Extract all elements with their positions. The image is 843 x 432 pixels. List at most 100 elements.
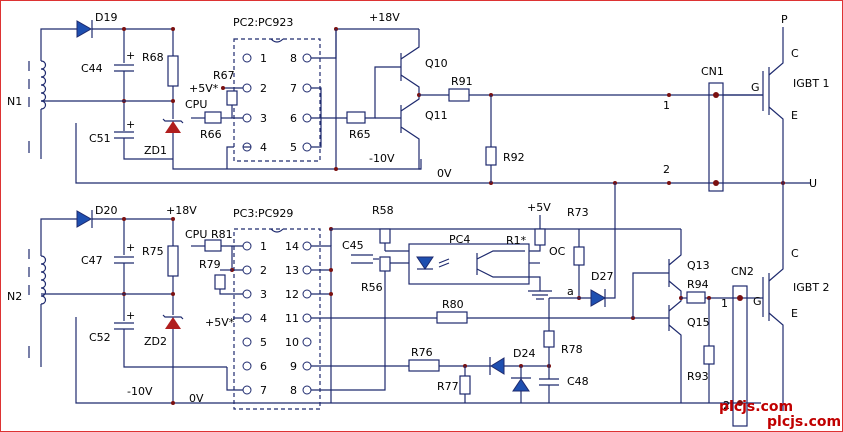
pc2-pin1: 1	[260, 52, 267, 65]
pc2-pin8: 8	[290, 52, 297, 65]
n2-label: N2	[7, 290, 22, 303]
m10v-label-bot: -10V	[127, 385, 153, 398]
junction	[329, 292, 333, 296]
junction	[171, 99, 175, 103]
cn1-pin	[713, 180, 719, 186]
r79-resistor	[214, 274, 226, 290]
d27-diode	[590, 289, 607, 307]
igbt1-collector	[768, 27, 784, 76]
pc2-label: PC2:PC923	[233, 16, 293, 29]
pc3-pin1: 1	[260, 240, 267, 253]
cn2-connector	[732, 285, 748, 427]
r58-resistor	[379, 228, 391, 244]
pc3-chip	[233, 228, 321, 410]
ground-symbol	[528, 290, 552, 300]
q13-label: Q13	[687, 259, 710, 272]
watermark-1: plcjs.com	[719, 399, 793, 415]
c44-plus: +	[126, 49, 135, 62]
pc2-pins-left: 1 2 3 4	[242, 52, 267, 154]
n1-label: N1	[7, 95, 22, 108]
pc3-pins-right: 14 13 12 11 10 9 8	[285, 240, 312, 397]
r1-label: R1*	[506, 234, 527, 247]
junction	[667, 93, 671, 97]
r73-label: R73	[567, 206, 589, 219]
v5-label-top: +5V*	[189, 82, 219, 95]
r78-resistor	[543, 330, 555, 348]
pc3-pin10: 10	[285, 336, 299, 349]
u-label: U	[809, 177, 817, 190]
watermark-2: plcjs.com	[767, 414, 841, 430]
cn1-pin	[713, 92, 719, 98]
pc3-pin5: 5	[260, 336, 267, 349]
q10-emitter	[400, 74, 420, 95]
c52-label: C52	[89, 331, 111, 344]
junction	[171, 217, 175, 221]
wire	[632, 272, 669, 318]
d19-diode	[76, 20, 93, 38]
pc3-pin9: 9	[290, 360, 297, 373]
pin	[302, 83, 312, 93]
zd1-label: ZD1	[144, 144, 167, 157]
d20-diode	[76, 210, 93, 228]
pin	[242, 241, 252, 251]
c47-label: C47	[81, 254, 103, 267]
junction	[329, 268, 333, 272]
q11-label: Q11	[425, 109, 448, 122]
d27-label: D27	[591, 270, 613, 283]
junction	[667, 181, 671, 185]
pc3-pin6: 6	[260, 360, 267, 373]
wire	[75, 123, 811, 184]
r79-label: R79	[199, 258, 221, 271]
pc3-pin8: 8	[290, 384, 297, 397]
r94-label: R94	[687, 278, 709, 291]
r80-label: R80	[442, 298, 464, 311]
r66-label: R66	[200, 128, 222, 141]
pc2-pins-right: 8 7 6 5	[290, 52, 312, 154]
cn1-pin1: 1	[663, 99, 670, 112]
r67-resistor	[226, 90, 238, 106]
pc3-pin7: 7	[260, 384, 267, 397]
pc3-notch	[270, 228, 284, 233]
r93-resistor	[703, 345, 715, 365]
pin	[302, 361, 312, 371]
0v-label-top: 0V	[437, 167, 452, 180]
g1-label: G	[751, 81, 760, 94]
0v-label-bot: 0V	[189, 392, 204, 405]
n1-coil	[40, 60, 47, 110]
wire	[226, 146, 234, 169]
wire	[219, 289, 243, 295]
zd2-label: ZD2	[144, 335, 167, 348]
c48-label: C48	[567, 375, 589, 388]
pin	[242, 289, 252, 299]
q13-collector	[668, 229, 682, 266]
r77-resistor	[459, 375, 471, 395]
wire	[123, 329, 173, 368]
pc3-pin11: 11	[285, 312, 299, 325]
e1-label: E	[791, 109, 798, 122]
wire	[40, 218, 79, 256]
e2-label: E	[791, 307, 798, 320]
pc2-pin6: 6	[290, 112, 297, 125]
zd2-zener	[165, 317, 181, 329]
pc2-pin4: 4	[260, 141, 267, 154]
pc2-pin3: 3	[260, 112, 267, 125]
q11-emitter	[400, 95, 420, 112]
pc2-pin7: 7	[290, 82, 297, 95]
r94-resistor	[686, 291, 706, 304]
pin	[242, 83, 252, 93]
r68-resistor	[167, 55, 179, 87]
wire	[529, 276, 541, 291]
cn2-pin	[737, 295, 743, 301]
cn1-label: CN1	[701, 65, 724, 78]
r78-label: R78	[561, 343, 583, 356]
c51-plus: +	[126, 118, 135, 131]
wire	[311, 28, 419, 59]
r56-label: R56	[361, 281, 383, 294]
r91-resistor	[448, 88, 470, 102]
igbt2-label: IGBT 2	[793, 281, 830, 294]
pin	[242, 265, 252, 275]
c47-plus: +	[126, 241, 135, 254]
c45-plates	[351, 254, 373, 264]
pc4-transistor-legs	[476, 250, 529, 278]
pin	[302, 142, 312, 152]
